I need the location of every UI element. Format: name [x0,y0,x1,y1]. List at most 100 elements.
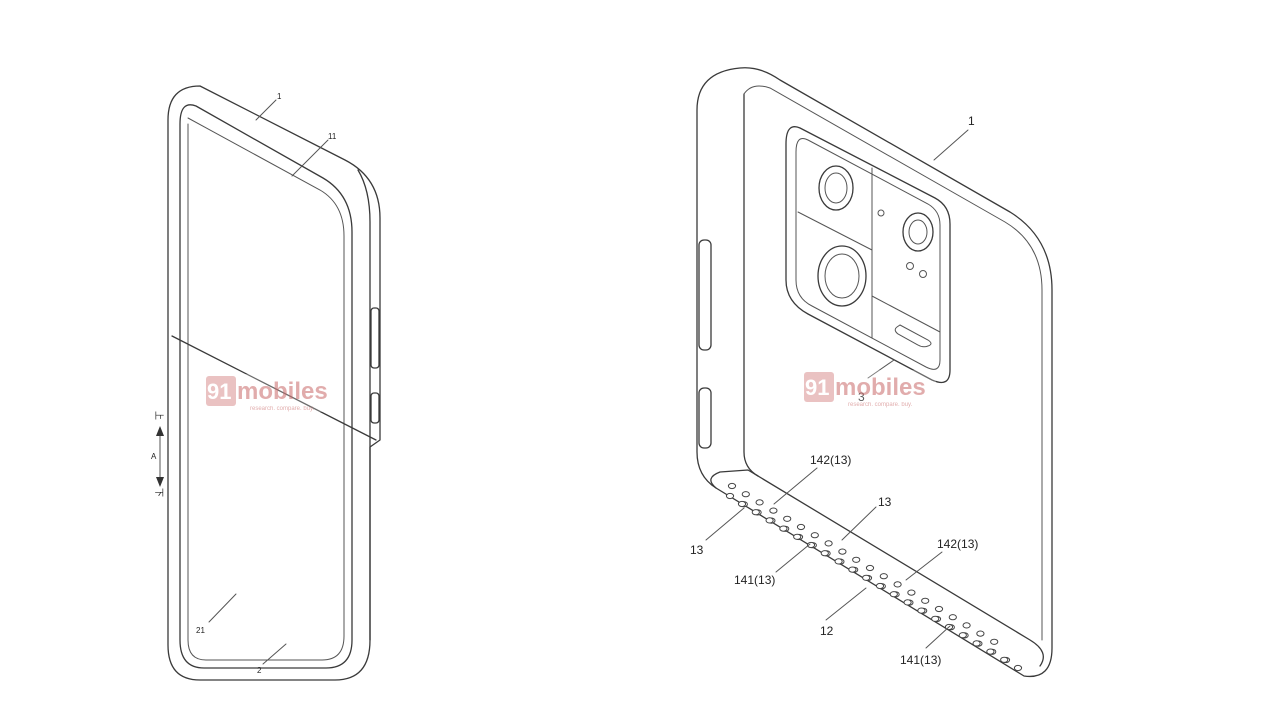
front-outer-housing [167,85,381,681]
speaker-hole [865,564,875,572]
rear-bottom-surface [710,469,1044,667]
label-rear-housing: 1 [968,114,975,128]
front-screen-inner [187,117,345,661]
speaker-hole [779,525,788,532]
camera-flash [894,324,932,348]
watermark-number: 91 [207,379,231,404]
speaker-hole [934,605,944,613]
speaker-hole [862,574,871,581]
label-rear-camera: 3 [858,390,865,404]
speaker-hole [907,589,916,596]
rear-left-edge [743,93,759,477]
label-front-lower-housing: 2 [257,666,262,675]
direction-indicator: 上 A 下 [151,411,164,497]
speaker-hole [852,556,861,563]
speaker-hole [755,499,764,506]
watermark-word: mobiles [835,374,926,401]
speaker-hole [976,630,985,637]
speaker-hole [769,507,778,514]
speaker-hole [751,509,760,516]
speaker-hole [838,548,847,555]
speaker-hole [765,517,774,524]
speaker-hole [948,614,957,621]
speaker-hole [737,500,747,508]
leader-13-center [841,506,877,541]
front-fold-line [171,335,377,441]
speaker-hole [921,597,930,604]
speaker-hole [783,515,792,522]
front-side-edge [357,169,371,641]
speaker-hole [889,591,898,598]
speaker-hole [972,640,981,647]
label-holes-lower-left: 141(13) [734,573,775,587]
leader-front-2 [262,643,287,665]
leader-front-21 [208,593,237,623]
speaker-hole [848,566,857,573]
camera-lens-small [818,165,854,211]
leader-142-top [773,467,818,505]
label-holes-left: 13 [690,543,704,557]
leader-12 [825,587,867,621]
rear-volume-button [698,239,712,351]
watermark-word: mobiles [237,378,328,405]
speaker-hole [875,582,885,590]
label-front-upper-screen: 11 [328,132,337,141]
speaker-hole [725,492,735,500]
direction-down-label: 下 [153,488,163,497]
speaker-hole [962,622,971,629]
speaker-hole [917,607,926,614]
watermark-tagline: research. compare. buy. [848,402,913,408]
watermark-tagline: research. compare. buy. [250,406,315,412]
label-holes-center: 13 [878,495,892,509]
leader-13-left [705,507,745,541]
watermark-left: 91 mobiles research. compare. buy. [204,374,338,412]
leader-142-right [905,551,943,581]
speaker-hole [893,581,902,588]
speaker-hole [824,540,833,547]
speaker-hole [834,558,843,565]
camera-sensor-dot [877,209,885,217]
camera-sensor-dot [919,270,927,278]
leader-rear-3 [867,359,895,379]
camera-lens-right [902,212,934,252]
speaker-hole [1000,656,1009,663]
speaker-hole [931,615,940,622]
front-screen-outline [179,104,353,669]
leader-141-right [925,625,951,649]
leader-141-left [775,543,811,573]
watermark-number: 91 [805,375,829,400]
leader-front-1 [255,99,277,121]
rear-outer-housing [696,67,1053,678]
speaker-hole [741,491,750,498]
leader-front-11 [291,139,329,177]
label-holes-top-left: 142(13) [810,453,851,467]
label-bottom-surface: 12 [820,624,834,638]
label-front-housing: 1 [277,92,282,101]
speaker-hole [810,532,819,539]
label-holes-right: 142(13) [937,537,978,551]
speaker-hole [796,523,806,531]
speaker-hole [986,648,995,655]
camera-sensor-dot [906,262,914,270]
speaker-hole [903,599,912,606]
speaker-hole [727,482,737,490]
label-holes-lower-right: 141(13) [900,653,941,667]
speaker-hole [1013,664,1023,672]
speaker-hole [806,541,816,549]
speaker-hole [820,550,829,557]
direction-up-label: 上 [153,411,164,420]
speaker-hole [990,638,999,645]
camera-lens-main [817,245,867,307]
speaker-hole [958,632,967,639]
camera-module [785,126,951,384]
speaker-hole [879,573,888,580]
speaker-hole [793,533,802,540]
front-volume-button [370,307,380,369]
direction-axis-label: A [151,452,157,461]
rear-power-button [698,387,712,449]
speaker-hole-grid [725,482,1023,672]
front-power-button [370,392,380,424]
rear-view-phone: 1 3 142(13) 13 13 142(13) 141(13) 12 141… [690,67,1053,678]
front-view-phone: 1 11 21 2 上 A 下 [151,85,381,681]
